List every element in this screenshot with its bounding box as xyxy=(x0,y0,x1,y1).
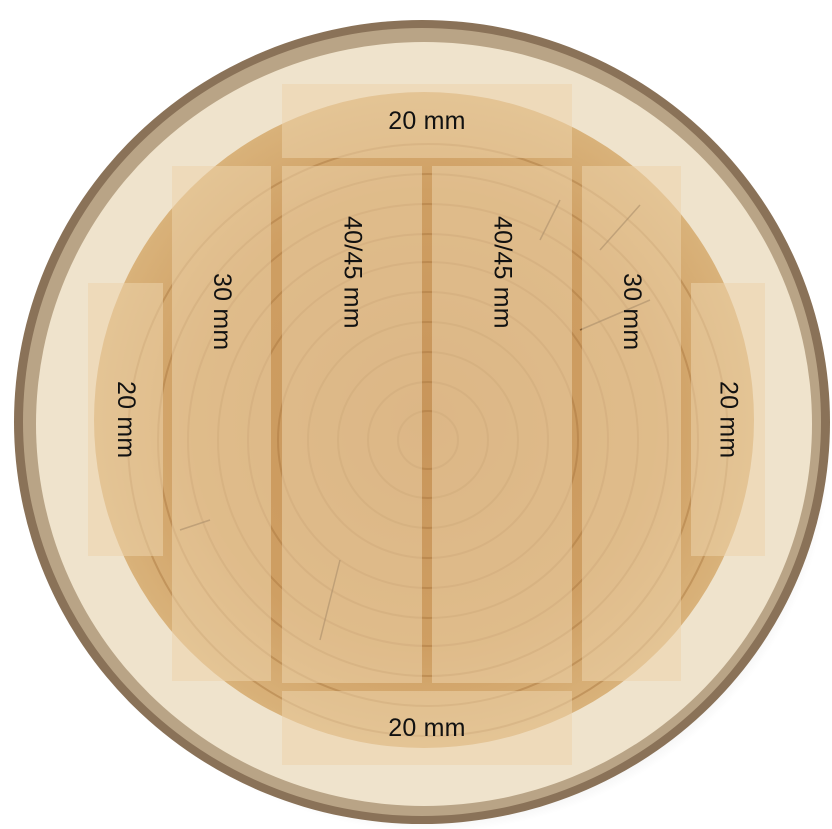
board-center-left: 40/45 mm xyxy=(282,166,422,683)
board-right-outer: 20 mm xyxy=(691,283,765,556)
board-center-right: 40/45 mm xyxy=(432,166,572,683)
board-center-left-label: 40/45 mm xyxy=(338,216,367,329)
board-left: 30 mm xyxy=(172,166,271,681)
board-right-outer-label: 20 mm xyxy=(714,381,743,458)
board-right-label: 30 mm xyxy=(617,273,646,350)
board-left-outer: 20 mm xyxy=(88,283,163,556)
board-bottom-label: 20 mm xyxy=(388,714,465,743)
board-left-label: 30 mm xyxy=(207,273,236,350)
board-top-label: 20 mm xyxy=(388,107,465,136)
board-left-outer-label: 20 mm xyxy=(111,381,140,458)
board-center-right-label: 40/45 mm xyxy=(488,216,517,329)
board-top: 20 mm xyxy=(282,84,572,158)
board-bottom: 20 mm xyxy=(282,691,572,765)
board-right: 30 mm xyxy=(582,166,681,681)
